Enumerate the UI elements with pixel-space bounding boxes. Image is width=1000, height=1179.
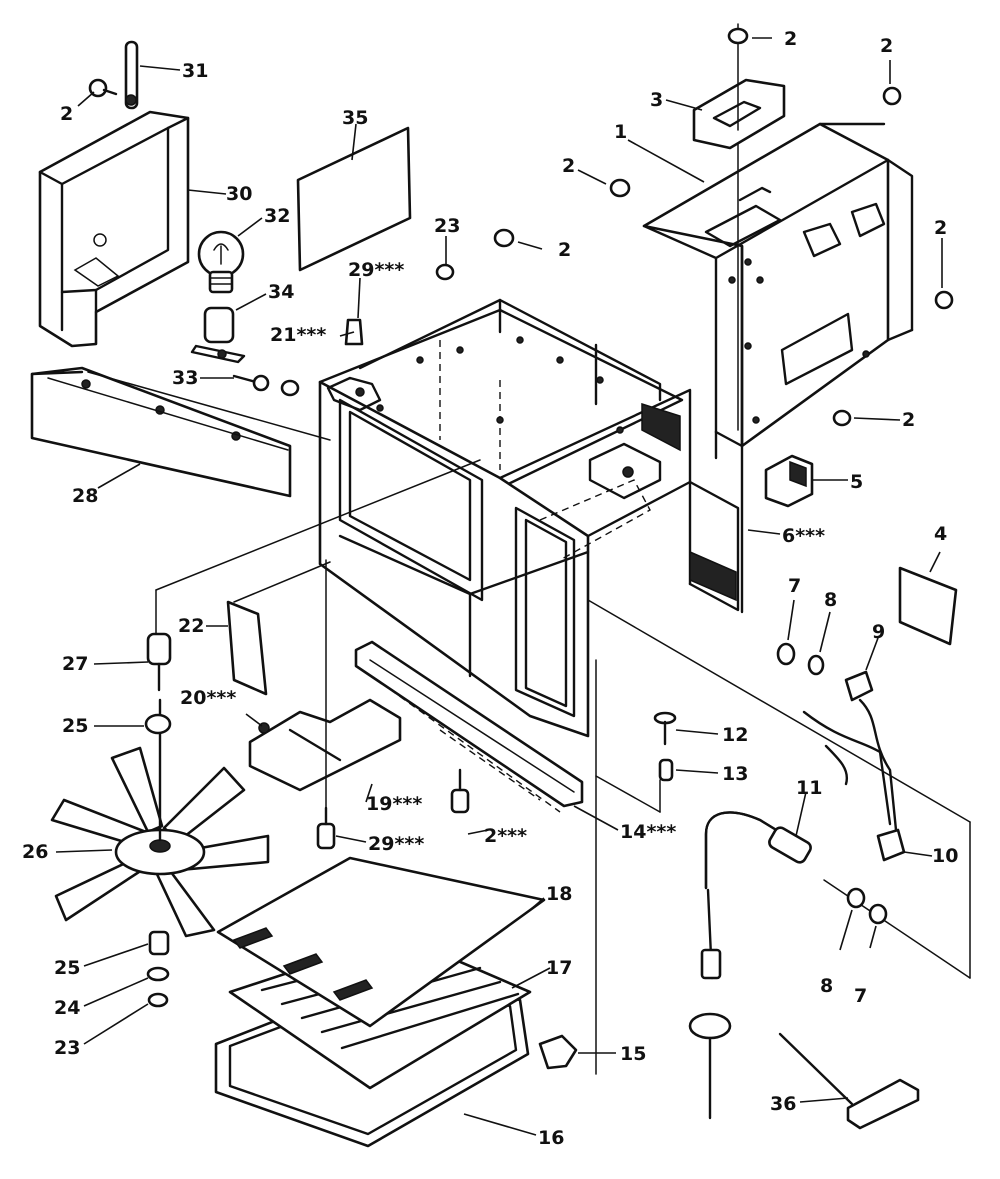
outer-wrapper [642, 122, 914, 614]
callout-19: 19*** [366, 793, 422, 815]
callout-25-upper: 25 [62, 715, 88, 737]
callout-10: 10 [932, 845, 958, 867]
callout-8-lower: 8 [820, 975, 833, 997]
callout-labels: 2 2 2 2 2 2 2 2 2*** 1 3 4 5 6*** 7 7 8 [22, 28, 958, 1149]
wire-harness [802, 698, 906, 862]
callout-2-stars: 2*** [484, 825, 527, 847]
callout-2-right: 2 [934, 217, 947, 239]
callout-23-bottom: 23 [54, 1037, 80, 1059]
hinge-part [538, 1034, 578, 1070]
callout-1: 1 [614, 121, 627, 143]
callout-35: 35 [342, 107, 368, 129]
callout-24: 24 [54, 997, 80, 1019]
callout-17: 17 [546, 957, 572, 979]
stirrer-fan [50, 698, 270, 938]
callout-4: 4 [934, 523, 947, 545]
light-housing [38, 110, 190, 348]
cover-plate [226, 600, 268, 696]
knob [653, 711, 677, 782]
grommet [776, 642, 874, 702]
callout-7-lower: 7 [854, 985, 867, 1007]
front-shield [30, 366, 292, 498]
glass-panel [296, 126, 412, 272]
callout-29-top: 29*** [348, 259, 404, 281]
bracket-rod [124, 40, 139, 110]
callout-33: 33 [172, 367, 198, 389]
meat-probe [778, 1032, 920, 1130]
callout-5: 5 [850, 471, 863, 493]
oven-cavity [318, 298, 740, 738]
callout-8-upper: 8 [824, 589, 837, 611]
callout-18: 18 [546, 883, 572, 905]
callout-2-right-top: 2 [880, 35, 893, 57]
callout-14: 14*** [620, 821, 676, 843]
callout-36: 36 [770, 1093, 796, 1115]
stirrer-parts [144, 632, 172, 1008]
callout-26: 26 [22, 841, 48, 863]
callout-13: 13 [722, 763, 748, 785]
callout-32: 32 [264, 205, 290, 227]
guide-lines [87, 23, 971, 1075]
switch [764, 454, 814, 508]
callout-29-bottom: 29*** [368, 833, 424, 855]
rail [354, 640, 584, 813]
burner-bracket [248, 698, 402, 792]
callout-12: 12 [722, 724, 748, 746]
callout-20: 20*** [180, 687, 236, 709]
callout-31: 31 [182, 60, 208, 82]
callout-25-lower: 25 [54, 957, 80, 979]
callout-11: 11 [796, 777, 822, 799]
screw-part [232, 374, 270, 392]
tray-stack [214, 856, 546, 1148]
screw-part [88, 78, 118, 98]
callout-16: 16 [538, 1127, 564, 1149]
callout-9: 9 [872, 621, 885, 643]
callout-30: 30 [226, 183, 252, 205]
lamp-socket [190, 306, 246, 364]
callout-7-upper: 7 [788, 575, 801, 597]
callout-2-center: 2 [558, 239, 571, 261]
probe-jack [688, 811, 812, 1120]
callout-3: 3 [650, 89, 663, 111]
callout-27: 27 [62, 653, 88, 675]
plug [316, 806, 336, 850]
callout-2-left: 2 [562, 155, 575, 177]
top-bracket [692, 78, 786, 150]
callout-22: 22 [178, 615, 204, 637]
callout-21: 21*** [270, 324, 326, 346]
callout-34: 34 [268, 281, 294, 303]
callout-23-top: 23 [434, 215, 460, 237]
callout-15: 15 [620, 1043, 646, 1065]
callout-2-lower-right: 2 [902, 409, 915, 431]
callout-2-top: 2 [784, 28, 797, 50]
callout-28: 28 [72, 485, 98, 507]
rating-plate [898, 566, 958, 646]
callout-2-upper-left: 2 [60, 103, 73, 125]
light-bulb [197, 230, 245, 294]
plug [450, 768, 470, 814]
callout-6: 6*** [782, 525, 825, 547]
